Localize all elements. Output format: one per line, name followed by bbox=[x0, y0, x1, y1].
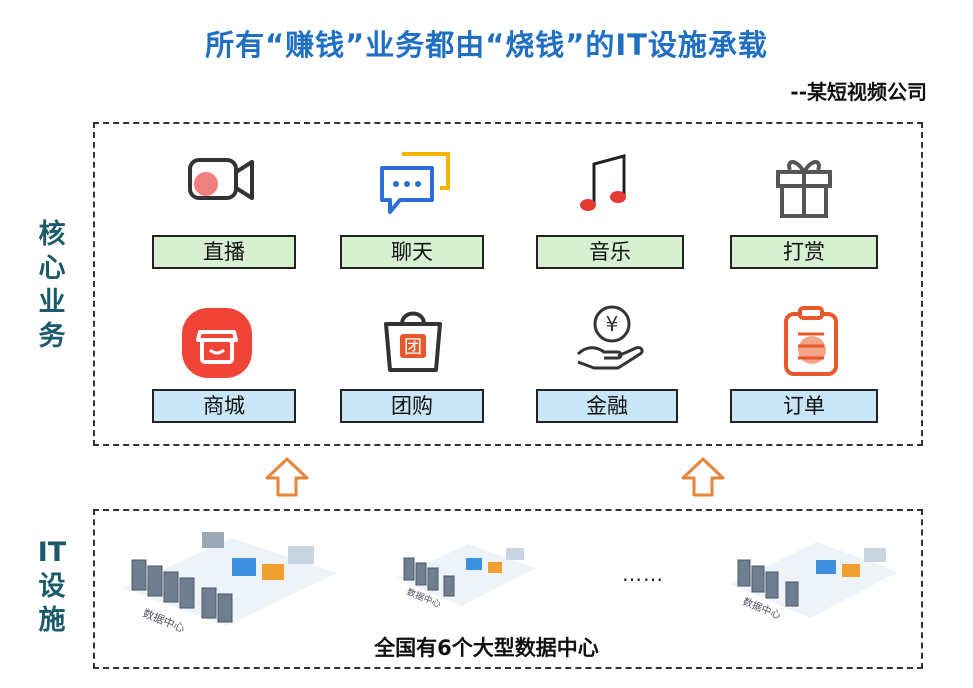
core-label-char: 核 bbox=[38, 219, 66, 250]
service-label-chat: 聊天 bbox=[340, 235, 484, 269]
service-label-mall: 商城 bbox=[152, 389, 296, 423]
svg-text:团: 团 bbox=[404, 337, 422, 358]
datacenter-illustration: 数据中心 bbox=[396, 544, 536, 610]
it-infrastructure-box bbox=[93, 509, 923, 669]
core-business-box bbox=[93, 122, 923, 446]
core-label-char: 业 bbox=[38, 287, 66, 318]
service-label-tipping: 打赏 bbox=[730, 235, 878, 269]
service-label-group-buy: 团购 bbox=[340, 389, 484, 423]
core-label-char: 务 bbox=[38, 321, 66, 352]
service-label-music: 音乐 bbox=[536, 235, 684, 269]
source-attribution: --某短视频公司 bbox=[790, 80, 927, 104]
shop-icon bbox=[182, 308, 252, 378]
core-label-char: 心 bbox=[38, 253, 66, 284]
music-note-icon bbox=[580, 154, 626, 211]
datacenter-caption: 全国有6个大型数据中心 bbox=[374, 636, 599, 660]
it-label-char: 设 bbox=[38, 571, 66, 602]
gift-icon bbox=[776, 160, 832, 218]
more-datacenters-ellipsis: …… bbox=[622, 562, 664, 586]
service-label-finance: 金融 bbox=[536, 389, 678, 423]
svg-text:¥: ¥ bbox=[606, 312, 619, 336]
it-infrastructure-label: IT 设 施 bbox=[34, 536, 70, 638]
shopping-bag-icon: 团 bbox=[384, 311, 442, 372]
it-label-char: IT bbox=[37, 537, 67, 568]
datacenter-node-label: 数据中心 bbox=[141, 606, 187, 634]
chat-bubbles-icon bbox=[380, 152, 450, 214]
service-label-live: 直播 bbox=[152, 235, 296, 269]
it-label-char: 施 bbox=[38, 605, 66, 636]
core-business-label: 核 心 业 务 bbox=[34, 218, 70, 354]
video-camera-icon bbox=[188, 158, 254, 200]
datacenter-illustration: 数据中心 bbox=[730, 542, 898, 622]
service-label-order: 订单 bbox=[730, 389, 878, 423]
datacenter-illustration: 数据中心 bbox=[122, 532, 337, 634]
up-arrow-icon bbox=[265, 457, 309, 497]
page-title: 所有“赚钱”业务都由“烧钱”的IT设施承载 bbox=[205, 28, 768, 62]
clipboard-icon bbox=[784, 306, 838, 376]
yuan-coin-hand-icon: ¥ bbox=[576, 305, 644, 370]
up-arrow-icon bbox=[681, 457, 725, 497]
